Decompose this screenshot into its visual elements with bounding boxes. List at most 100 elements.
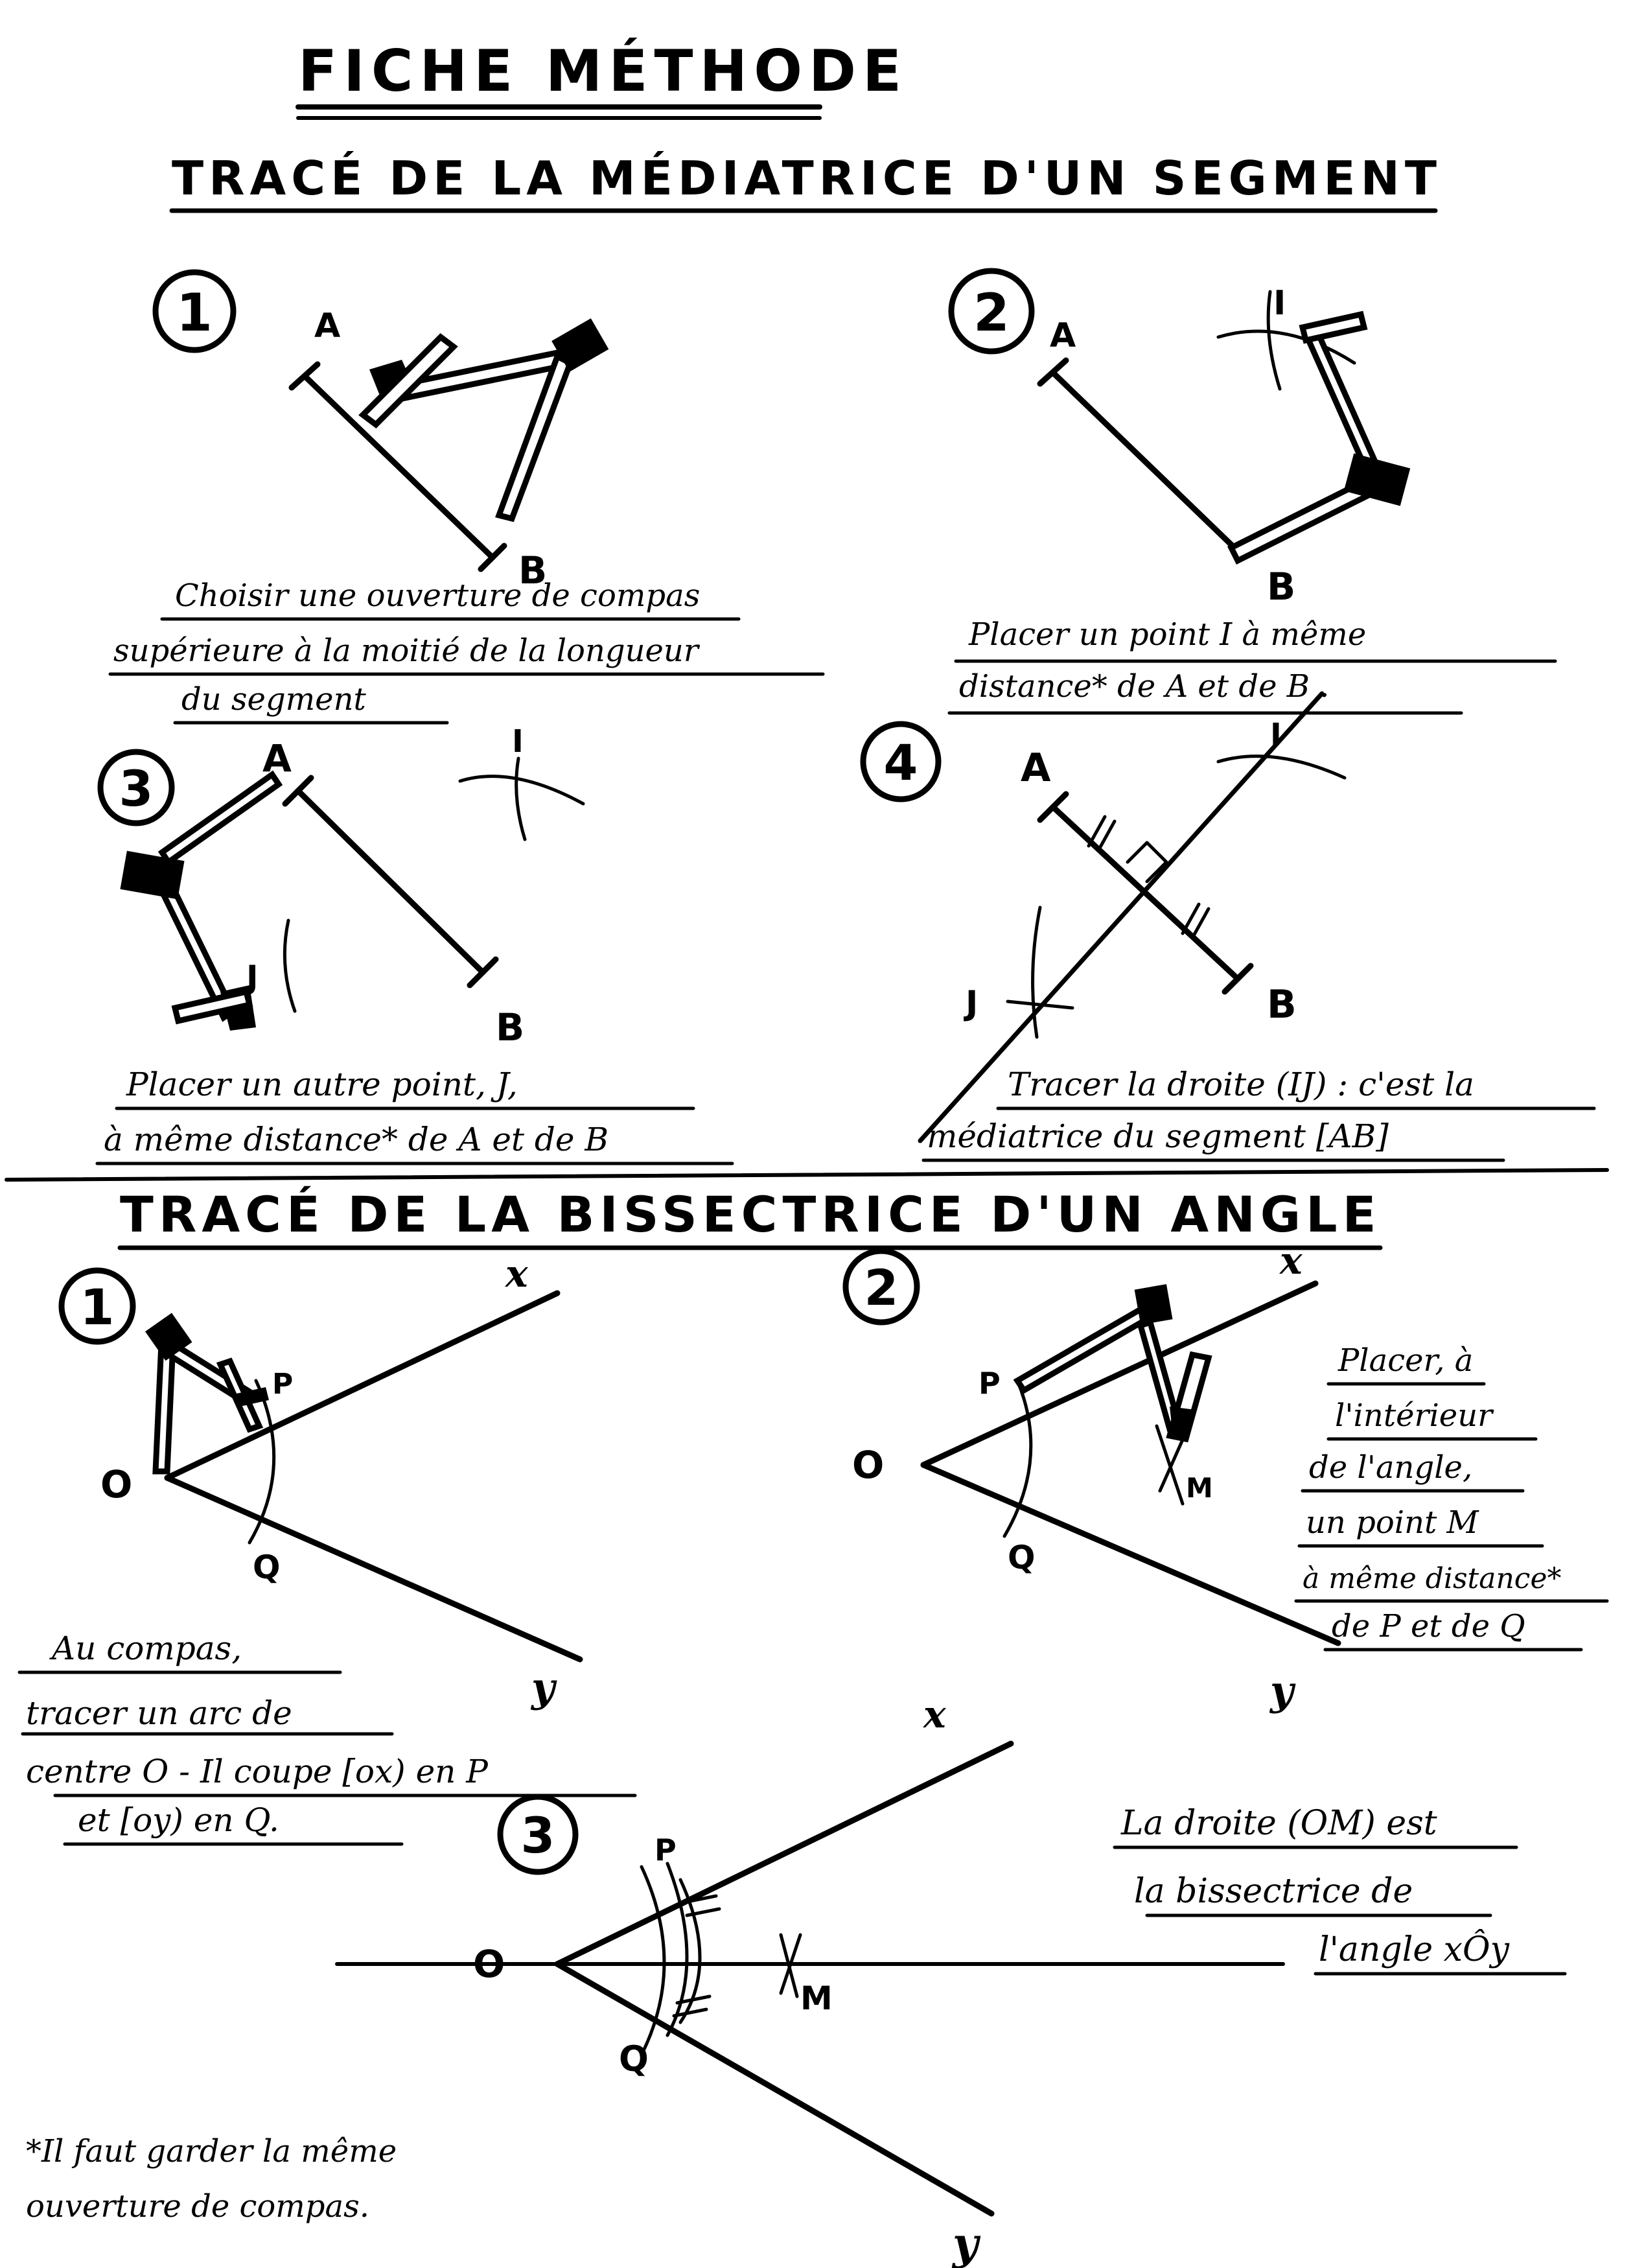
segment-ab <box>295 788 486 976</box>
caption-line: Tracer la droite (IJ) : c'est la <box>1008 1066 1474 1103</box>
point-label-p: P <box>272 1368 293 1401</box>
caption-line: Au compas, <box>49 1630 242 1667</box>
arc-p-q <box>640 1865 666 2057</box>
page-title: FICHE MÉTHODE <box>298 38 908 104</box>
equal-tick <box>1181 902 1201 935</box>
compass-icon <box>145 1313 269 1475</box>
caption-line: Placer un autre point, J, <box>126 1066 518 1103</box>
step-number: 3 <box>119 760 154 817</box>
ray-ox <box>164 1290 561 1481</box>
ray-label-y: y <box>951 2218 981 2268</box>
step-number-circle <box>97 749 175 826</box>
section-title-mediatrice: TRACÉ DE LA MÉDIATRICE D'UN SEGMENT <box>172 151 1442 205</box>
arc <box>248 1379 276 1545</box>
step-number: 4 <box>884 734 918 791</box>
arc-m-2 <box>1158 1431 1188 1493</box>
point-label-b: B <box>1267 565 1295 609</box>
arc-from-b <box>1266 290 1282 391</box>
point-label-q: Q <box>253 1549 281 1586</box>
bissectrice-step-1: 1 x P O Q y Au compas, tracer un arc de … <box>17 1252 637 1846</box>
point-label-b: B <box>518 548 547 592</box>
segment-tick <box>1222 963 1254 995</box>
section-title-bissectrice: TRACÉ DE LA BISSECTRICE D'UN ANGLE <box>120 1186 1382 1243</box>
bissectrice-step-3: 3 x P O Q M y La droite (OM) est la biss… <box>335 1692 1567 2268</box>
caption-line: médiatrice du segment [AB] <box>927 1117 1389 1155</box>
ray-label-x: x <box>504 1252 529 1296</box>
point-label-j: J <box>964 984 978 1023</box>
footnote-line: ouverture de compas. <box>26 2188 369 2225</box>
caption-line: et [oy) en Q. <box>78 1801 279 1839</box>
point-label-a: A <box>1021 745 1051 791</box>
point-label-a: A <box>1050 316 1076 355</box>
caption-line: centre O - Il coupe [ox) en P <box>26 1753 489 1790</box>
point-m-cross-2 <box>779 1933 802 1995</box>
segment-tick <box>1037 357 1069 387</box>
equal-tick <box>675 1994 712 2005</box>
mediatrice-step-3: 3 A B I J Placer un autre point, J, à mê… <box>95 723 734 1165</box>
caption-line: un point M <box>1306 1504 1480 1541</box>
right-angle-mark <box>1126 841 1168 883</box>
equal-tick <box>1087 815 1107 848</box>
point-label-i: I <box>1273 284 1286 323</box>
compass-icon <box>358 318 609 522</box>
caption-line: du segment <box>181 681 367 718</box>
segment-tick <box>288 361 321 391</box>
equal-tick <box>1096 819 1117 852</box>
point-label-q: Q <box>619 2039 649 2079</box>
equal-tick <box>1190 907 1210 940</box>
arc-i-2 <box>515 756 527 841</box>
point-label-p: P <box>979 1366 1001 1401</box>
arc <box>1002 1379 1033 1538</box>
compass-icon <box>120 770 283 1031</box>
arc-j <box>1031 906 1042 1039</box>
bissectrice-step-2: 2 x P O Q M y Placer, à l'intérieur de l… <box>842 1239 1609 1714</box>
caption-line: Placer un point I à même <box>968 616 1366 653</box>
arc-i <box>1216 754 1347 780</box>
equal-tick <box>682 1894 718 1904</box>
segment-tick <box>467 956 499 988</box>
arc-from-a <box>1216 329 1356 365</box>
ray-label-x: x <box>922 1692 947 1736</box>
step-number: 2 <box>864 1259 899 1316</box>
caption-line: La droite (OM) est <box>1120 1804 1437 1843</box>
equal-tick <box>685 1907 721 1917</box>
point-label-b: B <box>496 1005 524 1049</box>
equal-tick <box>672 2007 708 2018</box>
caption-line: de P et de Q <box>1332 1608 1525 1644</box>
ray-oy <box>554 1961 995 2217</box>
ray-label-x: x <box>1279 1239 1303 1283</box>
ray-oy <box>164 1475 583 1663</box>
segment-tick <box>1037 791 1069 823</box>
step-number-circle <box>497 1794 579 1875</box>
caption-line: Placer, à <box>1338 1342 1473 1379</box>
step-number-circle <box>152 269 237 353</box>
step-number: 3 <box>521 1806 555 1864</box>
caption-line: Choisir une ouverture de compas <box>175 578 700 614</box>
point-label-a: A <box>314 307 340 345</box>
point-label-i: I <box>512 723 524 760</box>
mediatrice-step-2: 2 A B I Placer un point I à même distanc… <box>947 268 1557 715</box>
ray-label-y: y <box>530 1664 557 1711</box>
section-divider <box>5 1168 1609 1182</box>
mediatrice-line <box>918 691 1325 1143</box>
arc-j <box>283 918 297 1013</box>
ray-ox <box>920 1280 1319 1468</box>
point-label-m: M <box>1186 1472 1213 1504</box>
caption-line: distance* de A et de B . <box>959 668 1330 705</box>
compass-icon <box>1227 310 1411 565</box>
step-number-circle <box>842 1248 920 1326</box>
compass-icon <box>1013 1284 1212 1443</box>
caption-line: à même distance* <box>1303 1562 1561 1595</box>
point-label-a: A <box>262 736 292 780</box>
point-label-o: O <box>852 1443 884 1487</box>
segment-tick <box>282 775 314 807</box>
point-label-m: M <box>800 1980 833 2017</box>
step-number: 1 <box>80 1278 115 1336</box>
caption-line: de l'angle, <box>1309 1449 1472 1486</box>
arc-j-cross <box>1006 1000 1074 1010</box>
mediatrice-step-4: 4 A B I J Tracer la droite (IJ) : c'est … <box>860 691 1596 1162</box>
step-number: 1 <box>176 283 213 343</box>
ray-ox <box>554 1740 1014 1967</box>
point-label-o: O <box>100 1462 132 1506</box>
